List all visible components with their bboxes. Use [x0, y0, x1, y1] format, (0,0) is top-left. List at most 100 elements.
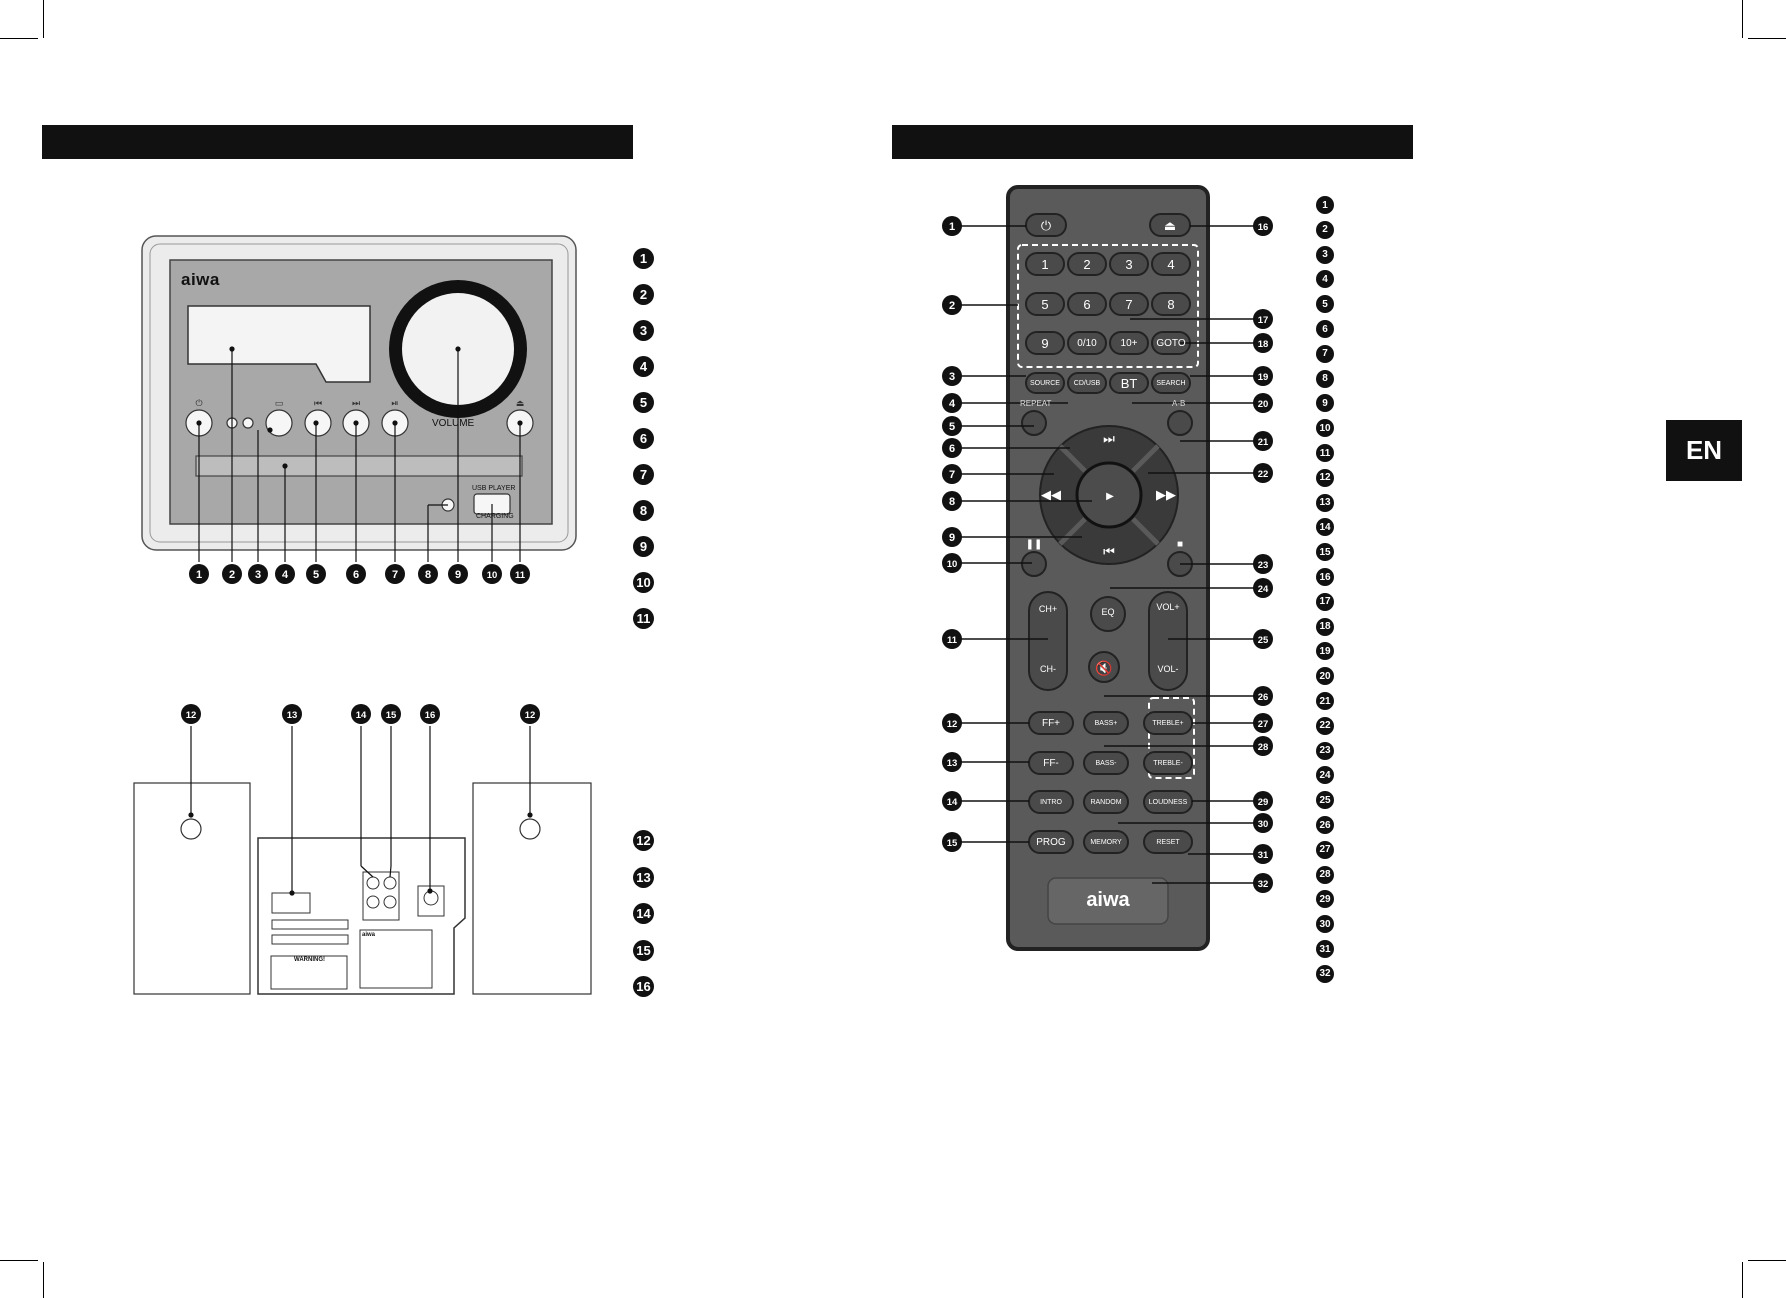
remote-key-bass_minus-shape: [1083, 751, 1129, 775]
remote-key-b3[interactable]: 3: [1125, 256, 1133, 272]
remote-key-memory[interactable]: MEMORY: [1090, 838, 1122, 846]
language-tab[interactable]: EN: [1666, 420, 1742, 481]
main-callout-11-badge: [510, 564, 530, 584]
remote-legend-item-11: 11: [1316, 444, 1334, 462]
remote-legend-item-8: 8: [1316, 369, 1334, 388]
rear-legend-item-15: 15: [633, 939, 654, 961]
remote-key-goto[interactable]: GOTO: [1156, 337, 1186, 349]
remote-key-b9[interactable]: 9: [1041, 335, 1049, 351]
remote-callout-14-label: 14: [947, 797, 958, 808]
remote-callout-21-badge: [1253, 431, 1273, 451]
remote-callout-28-label: 28: [1258, 742, 1269, 753]
remote-key-bass-plus[interactable]: BASS+: [1094, 719, 1118, 727]
main-callout-9-label: 9: [455, 569, 461, 581]
rear-callout-16-badge: [420, 704, 440, 724]
remote-callout-23-label: 23: [1258, 560, 1269, 571]
remote-key-loudness-shape: [1143, 790, 1193, 814]
remote-key-prog[interactable]: PROG: [1036, 836, 1066, 848]
main-callout-1-label: 1: [196, 569, 202, 581]
main-callout-2-label: 2: [229, 569, 235, 581]
remote-key-b6[interactable]: 6: [1083, 296, 1091, 312]
remote-callout-31-badge: [1253, 844, 1273, 864]
remote-callout-25-label: 25: [1258, 635, 1269, 646]
remote-key-b2[interactable]: 2: [1083, 256, 1091, 272]
main-callout-5-label: 5: [313, 569, 319, 581]
remote-callout-27-badge: [1253, 713, 1273, 733]
crop-mark: [1748, 1260, 1786, 1261]
rear-callout-15-label: 15: [386, 710, 397, 721]
remote-callout-17-badge: [1253, 309, 1273, 329]
remote-key-bt-shape: [1109, 372, 1149, 394]
remote-key-b010-shape: [1067, 331, 1107, 355]
remote-key-treble_minus-shape: [1143, 751, 1193, 775]
remote-key-ch-plus[interactable]: CH+: [1038, 604, 1058, 614]
remote-key-ff-plus[interactable]: FF+: [1041, 717, 1061, 729]
remote-key-intro[interactable]: INTRO: [1040, 798, 1062, 806]
remote-callout-8-label: 8: [949, 496, 955, 508]
remote-key-random-shape: [1083, 790, 1129, 814]
remote-legend-item-25: 25: [1316, 791, 1334, 810]
remote-key-b2-shape: [1067, 252, 1107, 276]
remote-legend-item-10: 10: [1316, 419, 1334, 438]
remote-key-loudness[interactable]: LOUDNESS: [1148, 798, 1188, 806]
svg-text:⏯: ⏯: [391, 398, 398, 408]
rear-legend-item-12: 12: [633, 830, 654, 851]
main-callout-2-badge: [222, 564, 242, 584]
remote-key-bass-minus[interactable]: BASS-: [1095, 759, 1117, 767]
remote-key-b5[interactable]: 5: [1041, 296, 1049, 312]
remote-key-b8[interactable]: 8: [1167, 296, 1175, 312]
remote-callout-8-badge: [942, 491, 962, 511]
main-callout-3-label: 3: [255, 569, 261, 581]
charging-label: CHARGING: [476, 513, 514, 520]
remote-key-cd-usb[interactable]: CD/USB: [1073, 379, 1101, 387]
remote-key-b010[interactable]: 0/10: [1077, 337, 1097, 349]
remote-key-source-shape: [1025, 372, 1065, 394]
remote-legend-item-21: 21: [1316, 692, 1334, 710]
main-legend-item-10: 10: [633, 572, 654, 593]
main-legend-item-1: 1: [633, 248, 654, 269]
remote-repeat-label: REPEAT: [1020, 399, 1052, 408]
remote-key-bt[interactable]: BT: [1120, 375, 1138, 391]
remote-key-eq[interactable]: EQ: [1101, 607, 1115, 617]
remote-key-random[interactable]: RANDOM: [1090, 798, 1122, 806]
remote-callout-13-badge: [942, 752, 962, 772]
remote-key-reset[interactable]: RESET: [1156, 838, 1180, 846]
remote-callout-1-badge: [942, 216, 962, 236]
remote-callout-12-badge: [942, 713, 962, 733]
main-callout-8-label: 8: [425, 569, 431, 581]
remote-callout-29-badge: [1253, 791, 1273, 811]
remote-key-b4[interactable]: 4: [1167, 256, 1175, 272]
remote-key-ch-minus[interactable]: CH-: [1040, 664, 1056, 674]
remote-key-search[interactable]: SEARCH: [1156, 379, 1186, 387]
remote-key-vol-minus[interactable]: VOL-: [1157, 664, 1179, 674]
remote-key-treble-minus[interactable]: TREBLE-: [1153, 759, 1183, 767]
remote-key-source[interactable]: SOURCE: [1030, 379, 1060, 387]
svg-text:⏭: ⏭: [352, 398, 360, 408]
remote-legend-item-24: 24: [1316, 766, 1334, 785]
remote-legend-item-1: 1: [1316, 196, 1334, 214]
remote-legend-item-17: 17: [1316, 592, 1334, 611]
remote-ab-label: A-B: [1172, 399, 1186, 408]
remote-callout-21-label: 21: [1258, 437, 1269, 448]
crop-mark: [1742, 0, 1743, 38]
remote-callout-23-badge: [1253, 554, 1273, 574]
remote-callout-11-label: 11: [947, 635, 958, 646]
remote-callout-15-badge: [942, 832, 962, 852]
remote-key-b3-shape: [1109, 252, 1149, 276]
remote-key-b1[interactable]: 1: [1041, 256, 1049, 272]
remote-key-treble-plus[interactable]: TREBLE+: [1152, 719, 1184, 727]
remote-key-bass_plus-shape: [1083, 711, 1129, 735]
main-callout-11-label: 11: [515, 570, 526, 581]
remote-legend-item-2: 2: [1316, 220, 1334, 239]
rear-legend-item-16: 16: [633, 976, 654, 997]
section-header-bar-remote: [892, 125, 1413, 159]
svg-text:⏏: ⏏: [516, 398, 525, 408]
main-callout-9-badge: [448, 564, 468, 584]
remote-legend-item-9: 9: [1316, 394, 1334, 413]
remote-legend-item-7: 7: [1316, 344, 1334, 363]
remote-key-b7[interactable]: 7: [1125, 296, 1133, 312]
remote-key-b10p[interactable]: 10+: [1120, 337, 1138, 349]
remote-callout-9-label: 9: [949, 532, 955, 544]
remote-key-ff-minus[interactable]: FF-: [1043, 757, 1059, 769]
remote-key-vol-plus[interactable]: VOL+: [1156, 602, 1180, 612]
